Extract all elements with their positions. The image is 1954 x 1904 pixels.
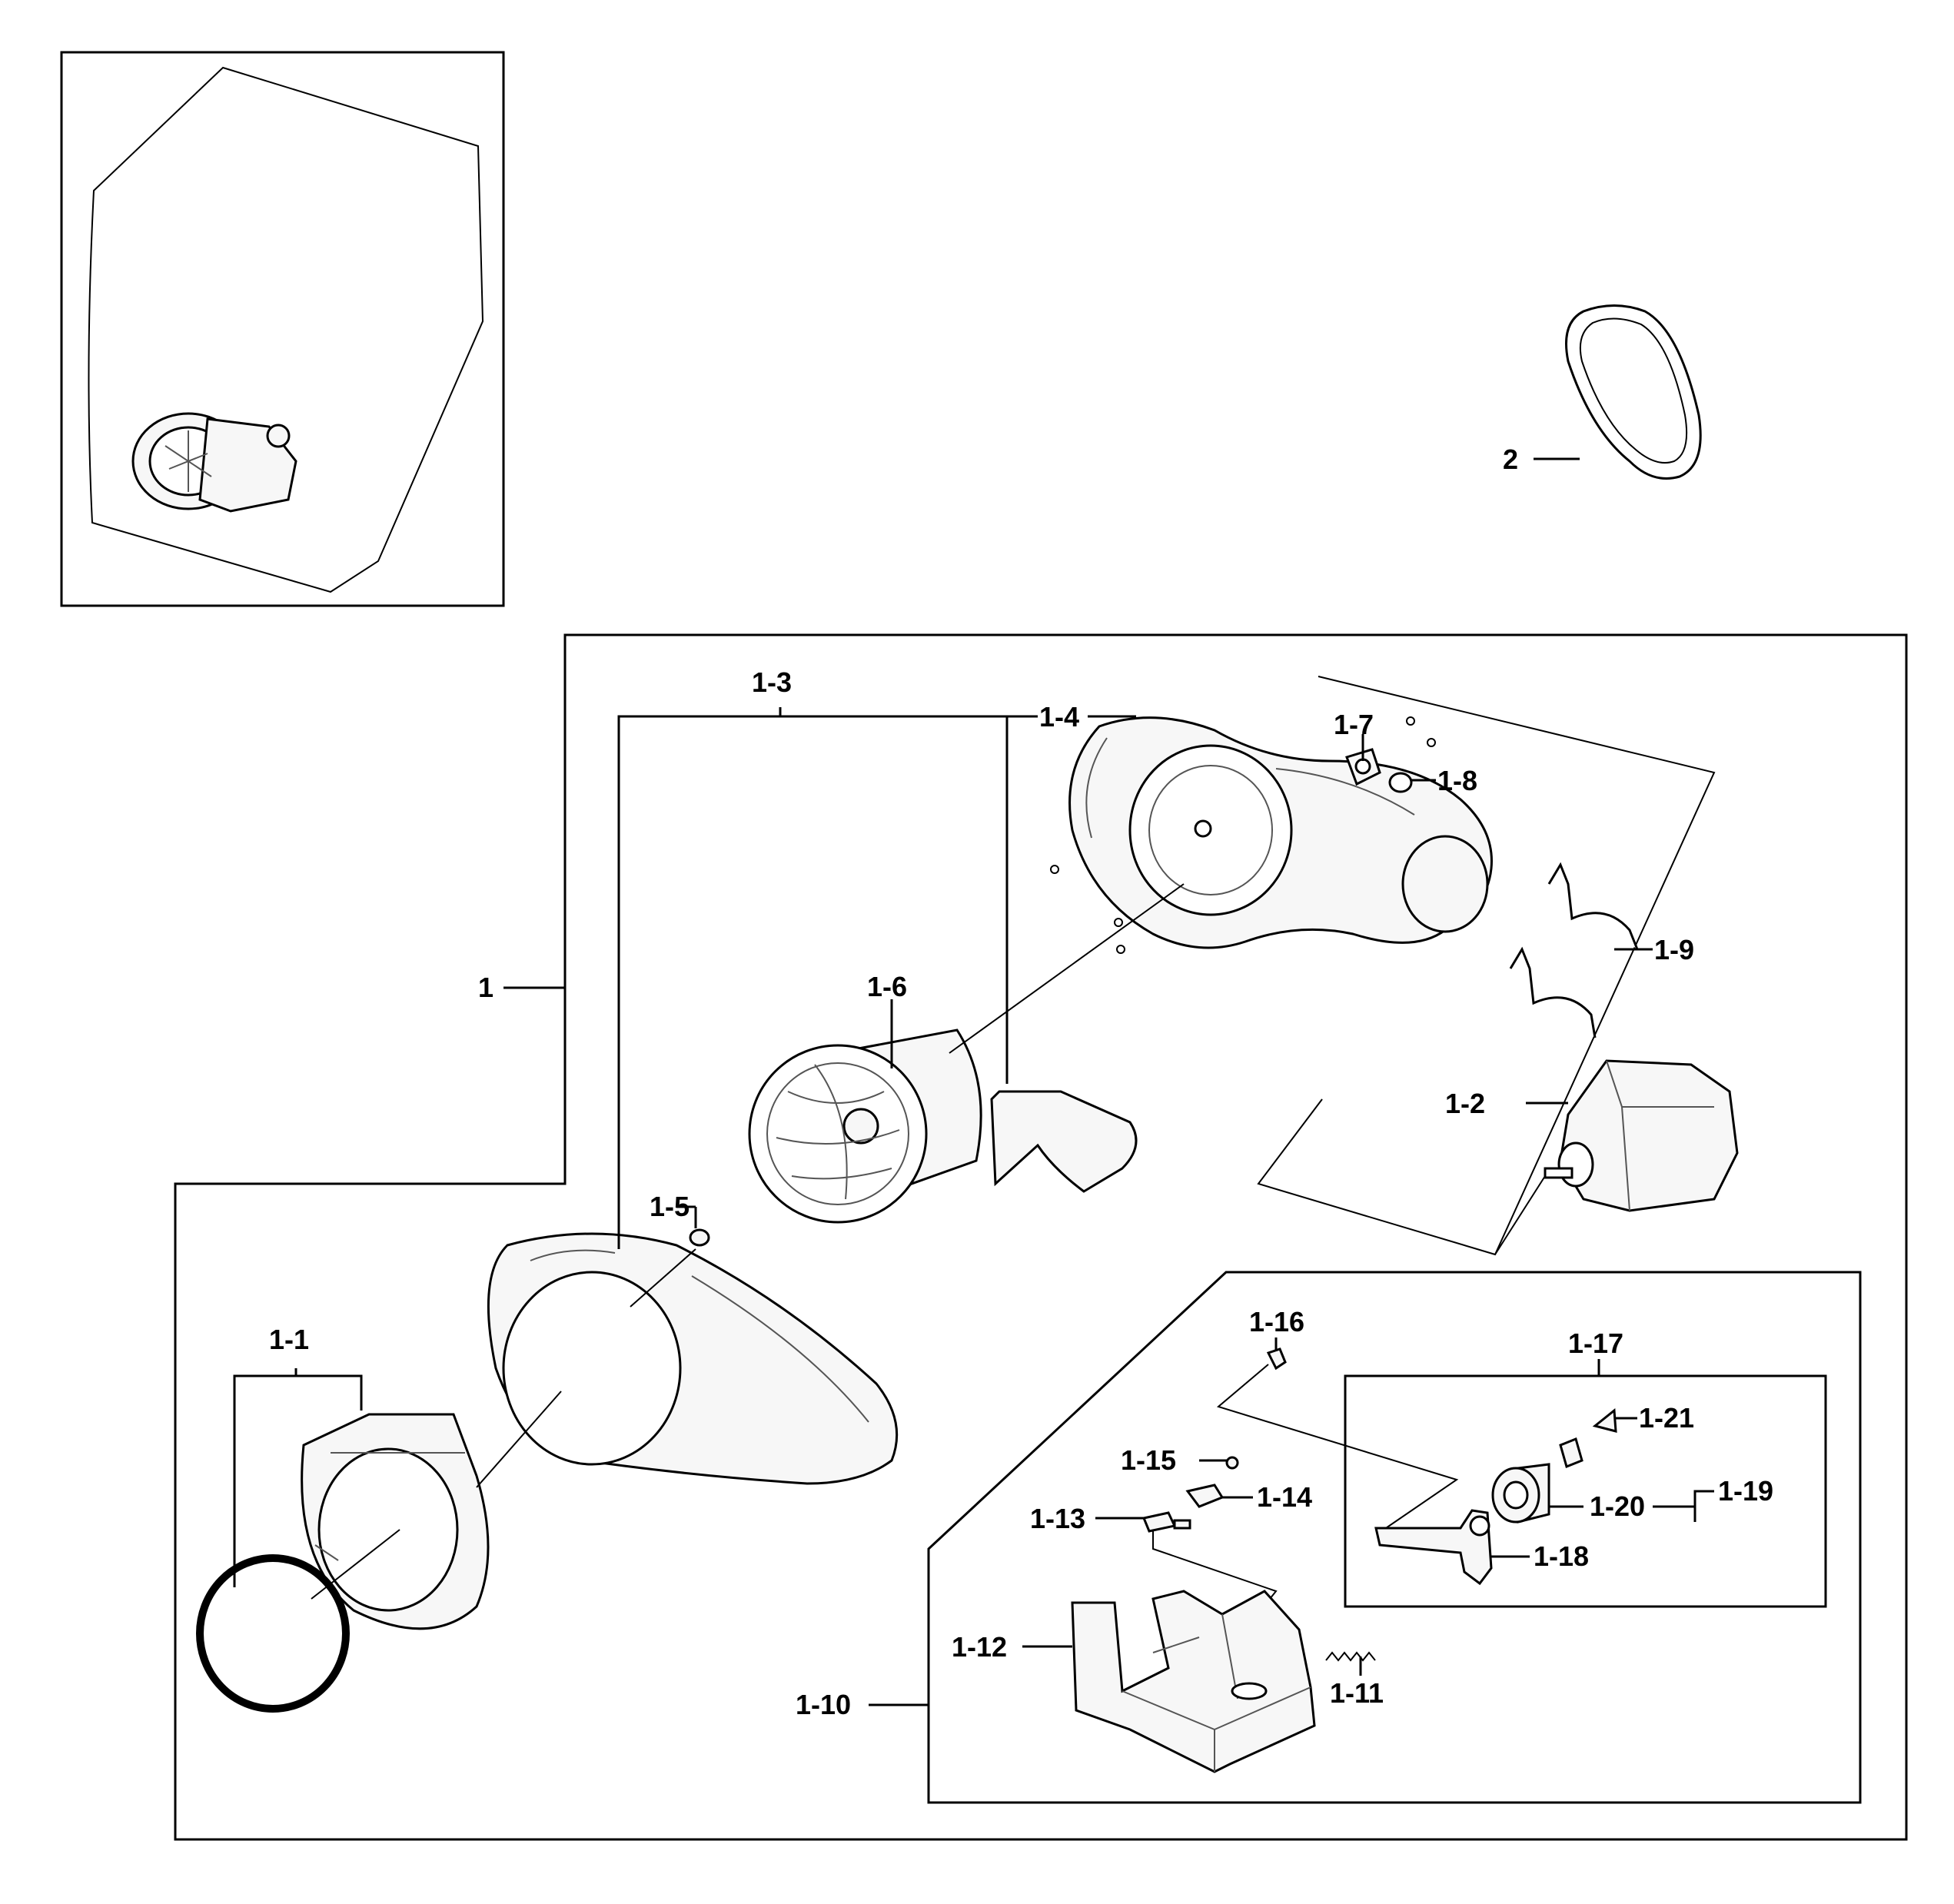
callout-1-4: 1-4 [1039,701,1079,733]
callout-1-9: 1-9 [1654,934,1694,965]
part-front-seal [196,1554,350,1713]
callout-1-2: 1-2 [1445,1088,1485,1119]
callout-1-13: 1-13 [1030,1503,1085,1534]
seal-guide [311,1529,400,1600]
part-blower-housing-front [487,1232,899,1485]
part-blower-housing-rear [1068,716,1493,949]
callout-2: 2 [1503,444,1518,475]
callout-1-14: 1-14 [1257,1481,1312,1513]
part-drive-motor [1544,1059,1739,1212]
callout-1-21: 1-21 [1639,1402,1694,1434]
part-switch-1-14 [1185,1484,1225,1508]
part-idler-pulley [1345,748,1381,786]
callout-1-5: 1-5 [650,1191,690,1222]
duct-guide [476,1391,562,1488]
part-spring-1-11 [1325,1651,1376,1662]
part-motor-clamps [1509,862,1639,1038]
assembly-frame-1-17 [1344,1374,1827,1608]
callout-1-8: 1-8 [1437,765,1477,796]
callout-1-16: 1-16 [1249,1306,1304,1337]
part-blower-wheel [748,1028,982,1224]
part-cap-1-21 [1592,1408,1617,1433]
assembly-frame-1 [174,633,1908,1841]
callout-1-1: 1-1 [269,1324,309,1355]
part-screw-1-15 [1225,1456,1239,1470]
callout-1-11: 1-11 [1330,1677,1384,1709]
callout-1: 1 [478,972,493,1003]
part-front-duct [301,1413,490,1630]
part-idler-pulley-1-19 [1491,1463,1550,1524]
motor-shaft-guide [1494,1175,1546,1255]
part-screw-1-16 [1266,1347,1287,1371]
part-motor-mount-1-12 [1071,1590,1316,1773]
callout-1-6: 1-6 [867,971,907,1002]
assembly-frame-1-10 [927,1271,1862,1804]
callout-1-17: 1-17 [1568,1327,1623,1359]
front-housing-guide [630,1248,696,1308]
part-bearing-ring [1388,772,1413,793]
callout-1-10: 1-10 [796,1689,851,1720]
callout-1-18: 1-18 [1534,1540,1589,1572]
part-connector-1-13 [1141,1511,1191,1533]
leader-lines [233,707,1714,1706]
overview-thumbnail [60,51,505,607]
callout-1-7: 1-7 [1334,709,1374,740]
callout-1-19: 1-19 [1718,1475,1773,1507]
housing-screws [1050,716,1436,954]
callout-1-3: 1-3 [752,666,792,698]
wheel-shaft-guide [949,883,1185,1054]
overview-blower-assembly [131,412,297,513]
part-idler-arm-1-18 [1374,1509,1493,1586]
callout-labels: 2 1 1-3 1-4 1-7 1-8 1-9 1-6 1-2 1-5 1-1 … [269,444,1773,1720]
part-air-deflector [990,1090,1138,1193]
part-blower-nut [689,1228,710,1247]
part-drive-belt [1565,304,1702,480]
callout-1-15: 1-15 [1121,1444,1176,1476]
callout-1-20: 1-20 [1590,1490,1645,1522]
callout-1-12: 1-12 [952,1631,1007,1663]
part-pin [1559,1437,1583,1469]
